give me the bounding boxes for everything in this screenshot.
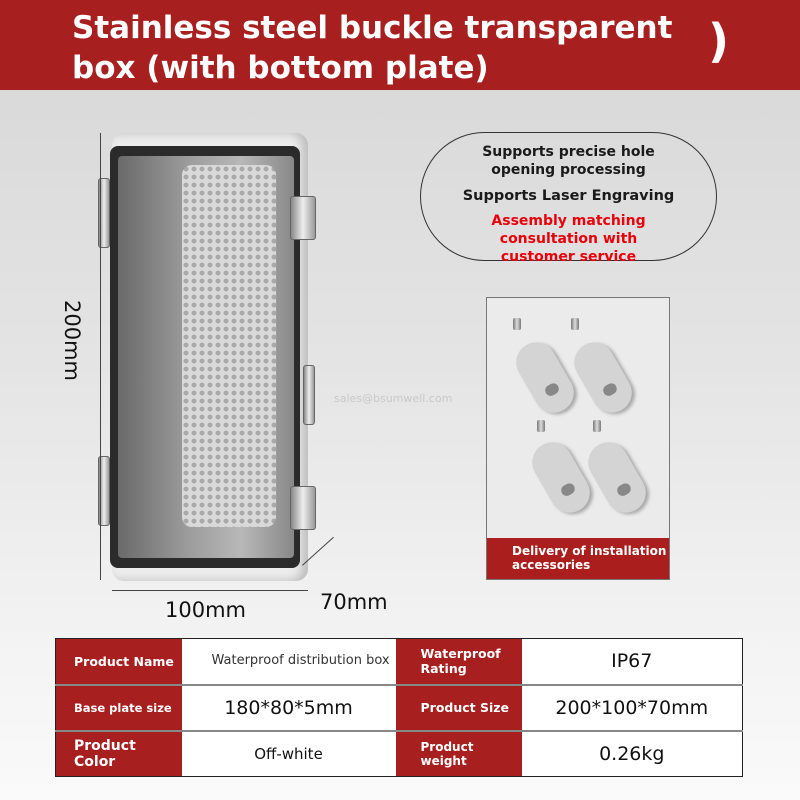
spec-label: Base plate size xyxy=(55,684,182,732)
spec-label: Product Color xyxy=(55,730,182,777)
product-title: Stainless steel buckle transparent box (… xyxy=(72,10,673,86)
spacer xyxy=(524,435,598,520)
spacer xyxy=(580,435,654,520)
banner-glyph: ) xyxy=(708,14,730,68)
buckle-latch xyxy=(290,486,316,530)
width-label: 100mm xyxy=(165,598,246,622)
buckle-latch xyxy=(290,196,316,240)
side-handle xyxy=(303,365,315,425)
table-row: Base plate size 180*80*5mm Product Size … xyxy=(55,684,743,732)
feature-assembly-consultation: Assembly matching consultation with cust… xyxy=(491,213,646,265)
spacer xyxy=(508,335,582,420)
screw xyxy=(593,420,601,432)
accessories-panel: Delivery of installation accessories xyxy=(486,297,670,580)
spec-value: IP67 xyxy=(521,638,743,686)
spec-label: Product weight xyxy=(395,730,522,777)
screw xyxy=(513,318,521,330)
accessories-label: Delivery of installation accessories xyxy=(487,538,669,579)
hinge xyxy=(98,456,110,526)
watermark: sales@bsumwell.com xyxy=(334,392,453,405)
spec-value: Waterproof distribution box xyxy=(181,638,396,686)
height-dimension-line xyxy=(100,133,101,580)
title-banner: Stainless steel buckle transparent box (… xyxy=(0,0,800,90)
spec-value: Off-white xyxy=(254,744,323,763)
spec-value: 200*100*70mm xyxy=(521,684,743,732)
mounting-plate xyxy=(182,165,276,527)
feature-hole-processing: Supports precise hole opening processing xyxy=(482,144,655,178)
table-row: Product Color Off-white Product weight 0… xyxy=(55,730,743,777)
height-label: 200mm xyxy=(60,300,84,381)
screw xyxy=(537,420,545,432)
spec-label: Product Name xyxy=(55,638,182,686)
spec-label: Waterproof Rating xyxy=(395,638,522,686)
spec-value: 180*80*5mm xyxy=(181,684,396,732)
spec-table: Product Name Waterproof distribution box… xyxy=(55,638,743,777)
depth-label: 70mm xyxy=(320,590,388,614)
screw xyxy=(571,318,579,330)
spec-value: 0.26kg xyxy=(599,742,665,765)
features-bubble: Supports precise hole opening processing… xyxy=(420,132,717,265)
spacer xyxy=(566,335,640,420)
hinge xyxy=(98,178,110,248)
feature-laser-engraving: Supports Laser Engraving xyxy=(462,188,675,204)
width-dimension-line xyxy=(112,590,308,591)
table-row: Product Name Waterproof distribution box… xyxy=(55,638,743,686)
spec-label: Product Size xyxy=(395,684,522,732)
